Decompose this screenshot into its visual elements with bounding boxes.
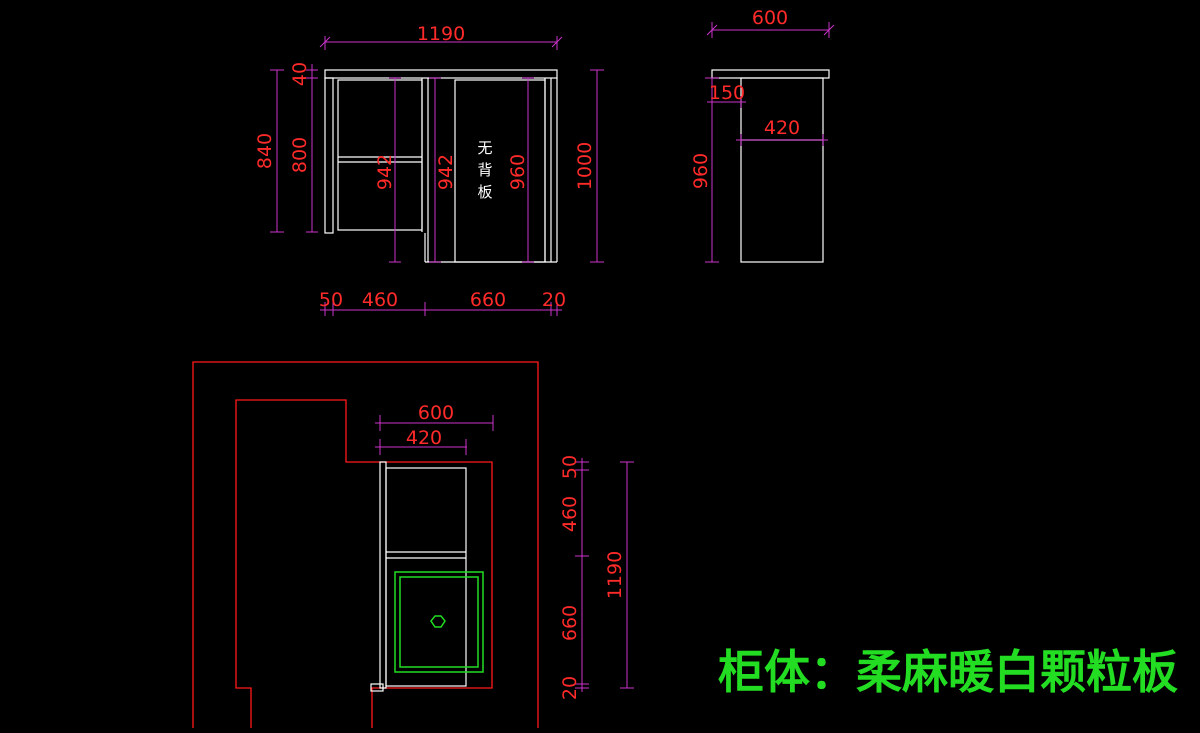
- dim-front-50: 50: [319, 289, 343, 311]
- dim-front-1000: 1000: [574, 142, 596, 190]
- dim-plan-660: 660: [559, 605, 581, 641]
- dim-plan-460: 460: [559, 496, 581, 532]
- dim-front-460: 460: [362, 289, 398, 311]
- dim-side-150: 150: [709, 82, 745, 104]
- dim-plan-420: 420: [406, 427, 442, 449]
- front-dimension-labels: 1190 40 840 800 942 942 960 1000 50 460 …: [254, 23, 596, 311]
- material-caption: 柜体：柔麻暖白颗粒板: [718, 645, 1178, 699]
- note-no-back-panel-2: 背: [477, 161, 492, 179]
- dim-front-942-left: 942: [374, 154, 396, 190]
- dim-front-942-right: 942: [435, 154, 457, 190]
- side-dimensions: [705, 22, 835, 263]
- front-elevation: [324, 69, 558, 263]
- side-dimension-labels: 600 150 420 960: [690, 7, 800, 189]
- drain-icon: [430, 615, 446, 628]
- front-dimensions: [270, 36, 604, 316]
- dim-front-840: 840: [254, 133, 276, 169]
- plan-corner-block: [370, 683, 384, 692]
- dim-front-40: 40: [289, 62, 311, 86]
- sink-outer: [394, 571, 484, 673]
- dim-side-420: 420: [764, 117, 800, 139]
- plan-dimensions: [375, 415, 634, 692]
- sink-basin: [394, 571, 484, 673]
- note-no-back-panel-3: 板: [477, 183, 492, 201]
- dim-plan-1190: 1190: [604, 551, 626, 599]
- plan-dimension-labels: 600 420 50 460 660 20 1190: [406, 402, 626, 700]
- side-body: [740, 77, 824, 263]
- front-left-side-panel: [324, 77, 334, 234]
- dim-side-600: 600: [752, 7, 788, 29]
- dim-plan-50: 50: [559, 455, 581, 479]
- room-walls: [192, 361, 539, 728]
- note-no-back-panel-1: 无: [477, 139, 492, 157]
- room-inner-wall: [235, 399, 493, 728]
- dim-front-660: 660: [470, 289, 506, 311]
- dim-plan-600: 600: [418, 402, 454, 424]
- dim-front-1190: 1190: [417, 23, 465, 45]
- dim-side-960: 960: [690, 153, 712, 189]
- dim-front-20: 20: [542, 289, 566, 311]
- dim-plan-20: 20: [559, 676, 581, 700]
- sink-inner: [399, 576, 479, 668]
- dim-front-800: 800: [289, 137, 311, 173]
- room-outer-wall: [192, 361, 539, 728]
- dim-front-960: 960: [507, 154, 529, 190]
